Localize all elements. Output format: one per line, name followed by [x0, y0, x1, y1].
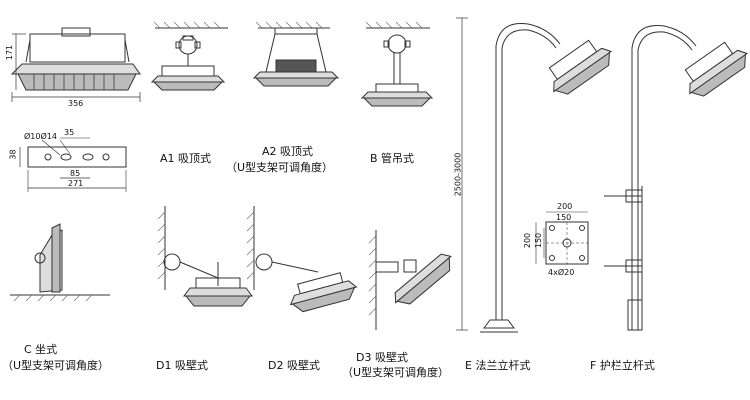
f-guardrail-pole-drawing [604, 24, 749, 331]
dim-bracket-35: 35 [64, 128, 75, 137]
dim-pole-height: 2500-3000 [453, 152, 463, 197]
dim-flange-200-side: 200 [523, 232, 533, 249]
label-d3: D3 吸壁式 [356, 351, 408, 364]
dim-bracket-85: 85 [70, 169, 81, 178]
dim-height-171: 171 [5, 44, 15, 61]
label-d1: D1 吸壁式 [156, 359, 208, 372]
bracket-plate-drawing [19, 137, 127, 192]
label-d3-sub: （U型支架可调角度） [342, 366, 450, 379]
e-flange-pole-drawing [456, 17, 613, 333]
d2-wall-mount-drawing [246, 206, 358, 313]
label-e: E 法兰立杆式 [465, 359, 531, 372]
label-a1: A1 吸顶式 [160, 152, 212, 165]
label-a2-sub: （U型支架可调角度） [226, 161, 334, 174]
c-seated-mount-drawing [10, 223, 110, 302]
d1-wall-mount-drawing [157, 206, 253, 307]
b-pipe-pendant-drawing [360, 21, 434, 107]
dim-flange-150-top: 150 [556, 213, 572, 222]
dim-bracket-holes: Ø10Ø14 [24, 132, 57, 141]
d3-wall-mount-u-bracket-drawing [368, 230, 452, 330]
label-d2: D2 吸壁式 [268, 359, 320, 372]
a2-ceiling-mount-u-bracket-drawing [252, 21, 340, 87]
dim-bracket-271: 271 [68, 179, 84, 188]
label-a2: A2 吸顶式 [262, 145, 314, 158]
lamp-dimension-drawing [10, 27, 141, 102]
label-c-sub: （U型支架可调角度） [2, 359, 110, 372]
label-c: C 坐式 [24, 343, 58, 356]
a1-ceiling-mount-drawing [150, 21, 228, 91]
dim-flange-150-side: 150 [534, 232, 544, 249]
dim-flange-200-top: 200 [557, 202, 573, 211]
dim-width-356: 356 [68, 99, 84, 108]
label-b: B 管吊式 [370, 152, 415, 165]
label-f: F 护栏立杆式 [590, 359, 655, 372]
dim-flange-holes: 4xØ20 [548, 268, 575, 277]
dim-bracket-38: 38 [8, 149, 18, 160]
